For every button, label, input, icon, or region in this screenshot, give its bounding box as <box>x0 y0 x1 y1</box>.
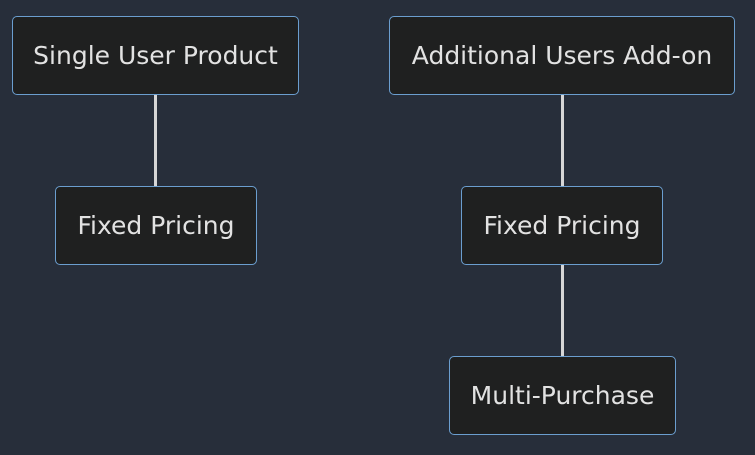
edge-single-user-to-fixed-pricing <box>154 95 157 186</box>
node-fixed-pricing-left: Fixed Pricing <box>55 186 257 265</box>
node-multi-purchase: Multi-Purchase <box>449 356 676 435</box>
node-additional-users-addon: Additional Users Add-on <box>389 16 735 95</box>
node-single-user-product: Single User Product <box>12 16 299 95</box>
node-label: Single User Product <box>33 41 278 70</box>
node-label: Fixed Pricing <box>77 211 235 240</box>
node-label: Fixed Pricing <box>483 211 641 240</box>
edge-additional-users-to-fixed-pricing <box>561 95 564 186</box>
node-label: Additional Users Add-on <box>411 41 713 70</box>
node-label: Multi-Purchase <box>470 381 655 410</box>
edge-fixed-pricing-to-multi-purchase <box>561 265 564 356</box>
node-fixed-pricing-right: Fixed Pricing <box>461 186 663 265</box>
